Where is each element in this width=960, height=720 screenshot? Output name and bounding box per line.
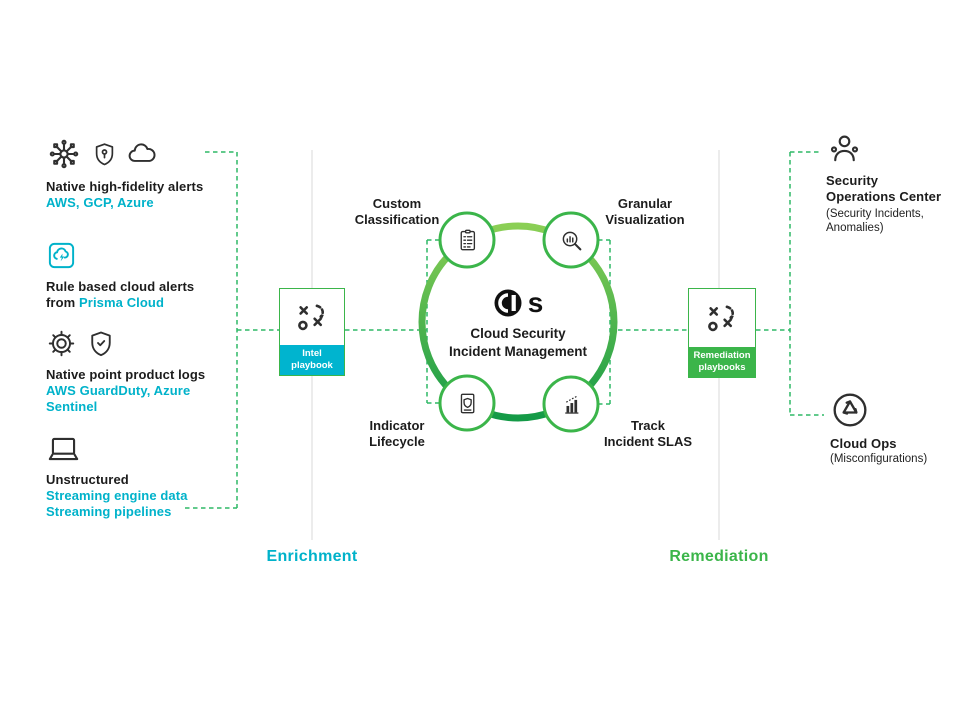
source-point-product-logs: Native point product logs AWS GuardDuty,…: [46, 328, 241, 415]
source-point-product-title: Native point product logs: [46, 367, 206, 382]
node-label-custom-line2: Classification: [354, 212, 440, 228]
source-native-alerts-title: Native high-fidelity alerts: [46, 179, 204, 194]
soc-title-line1: Security: [826, 173, 879, 188]
intel-playbook-box: Intel playbook: [279, 288, 345, 376]
node-circle-granular-visualization: [542, 211, 600, 269]
dashed-connectors: [185, 151, 824, 509]
playbook-strategy-icon: [298, 304, 325, 331]
magnifier-chart-icon: [562, 231, 582, 251]
node-label-custom-classification: Custom Classification: [337, 196, 457, 229]
intel-playbook-label-line2: playbook: [291, 360, 333, 372]
person-icon: [830, 135, 859, 162]
remediation-playbooks-label: Remediation playbooks: [689, 347, 755, 377]
node-label-granular-line2: Visualization: [605, 212, 685, 228]
network-burst-icon: [49, 139, 79, 169]
node-label-indicator-lifecycle: Indicator Lifecycle: [337, 418, 457, 451]
node-icon-custom-classification: [455, 228, 480, 253]
source-native-alerts-icons: [46, 136, 241, 172]
source-rule-based-alerts: Rule based cloud alerts from Prisma Clou…: [46, 240, 241, 311]
node-circles: [438, 211, 600, 433]
node-icon-granular-visualization: [559, 228, 584, 253]
cloud-icon: [128, 142, 156, 162]
prisma-cloud-link-text: Prisma Cloud: [79, 294, 165, 310]
remediation-playbooks-icon-area: [689, 289, 755, 347]
node-label-custom-line1: Custom: [372, 196, 422, 211]
node-label-indicator-line2: Lifecycle: [369, 434, 425, 450]
soc-sub2: Anomalies): [826, 222, 884, 235]
intel-playbook-label: Intel playbook: [280, 345, 344, 375]
from-text: from: [46, 294, 76, 310]
node-label-indicator-line1: Indicator: [369, 418, 425, 433]
hub-logo-letter: s: [527, 287, 544, 318]
gear-icon: [48, 330, 75, 357]
node-icon-indicator-lifecycle: [455, 391, 480, 416]
prisma-cloud-icon: [48, 242, 75, 269]
shield-check-icon: [91, 331, 111, 356]
source-point-product-sub2: Sentinel: [46, 398, 98, 414]
soc-sub1: (Security Incidents,: [826, 207, 924, 220]
recycle-triangle-icon: [833, 393, 867, 427]
source-rule-based-subtitle: from Prisma Cloud: [46, 295, 241, 311]
enrichment-stage-label: Enrichment: [266, 548, 358, 565]
node-circle-indicator-lifecycle: [438, 374, 496, 432]
source-unstructured: Unstructured Streaming engine data Strea…: [46, 434, 241, 520]
cortex-logo-icon: [494, 289, 522, 317]
source-unstructured-sub1: Streaming engine data: [46, 487, 188, 503]
node-icon-track-slas: [559, 392, 584, 417]
hub-title-line2: Incident Management: [448, 343, 588, 359]
laptop-icon: [48, 437, 79, 461]
source-rule-based-title: Rule based cloud alerts: [46, 279, 195, 294]
node-label-track-slas: Track Incident SLAS: [578, 418, 718, 451]
shield-document-icon: [460, 393, 475, 414]
bar-chart-icon: [565, 395, 579, 414]
source-unstructured-title: Unstructured: [46, 472, 129, 487]
source-unstructured-sub2: Streaming pipelines: [46, 503, 172, 519]
shield-icon: [95, 142, 114, 165]
node-label-granular-visualization: Granular Visualization: [580, 196, 710, 229]
source-native-alerts-subtitle: AWS, GCP, Azure: [46, 194, 154, 210]
node-label-granular-line1: Granular: [617, 196, 673, 211]
remediation-playbooks-label-line2: playbooks: [698, 362, 746, 374]
cloud-ops-title: Cloud Ops: [830, 436, 897, 451]
clipboard-checklist-icon: [460, 229, 476, 251]
output-soc: Security Operations Center (Security Inc…: [826, 130, 958, 236]
process-ring: [418, 222, 618, 422]
node-label-track-line2: Incident SLAS: [603, 434, 693, 450]
output-cloud-ops: Cloud Ops (Misconfigurations): [830, 390, 960, 467]
remediation-playbooks-label-line1: Remediation: [693, 350, 751, 362]
playbook-strategy-icon: [708, 305, 735, 332]
source-native-alerts: Native high-fidelity alerts AWS, GCP, Az…: [46, 136, 241, 211]
hub-title-line1: Cloud Security: [470, 326, 566, 341]
remediation-stage-label: Remediation: [669, 548, 769, 565]
cloud-ops-sub: (Misconfigurations): [830, 452, 928, 465]
soc-title-line2: Operations Center: [826, 188, 942, 204]
source-point-product-sub1: AWS GuardDuty, Azure: [46, 382, 191, 398]
intel-playbook-label-line1: Intel: [302, 348, 322, 360]
source-point-product-icons: [46, 328, 241, 359]
node-label-track-line1: Track: [631, 418, 665, 433]
hub-logo: s: [418, 284, 618, 322]
intel-playbook-icon-area: [280, 289, 344, 345]
remediation-playbooks-box: Remediation playbooks: [688, 288, 756, 378]
hub-center: s Cloud Security Incident Management: [418, 284, 618, 360]
